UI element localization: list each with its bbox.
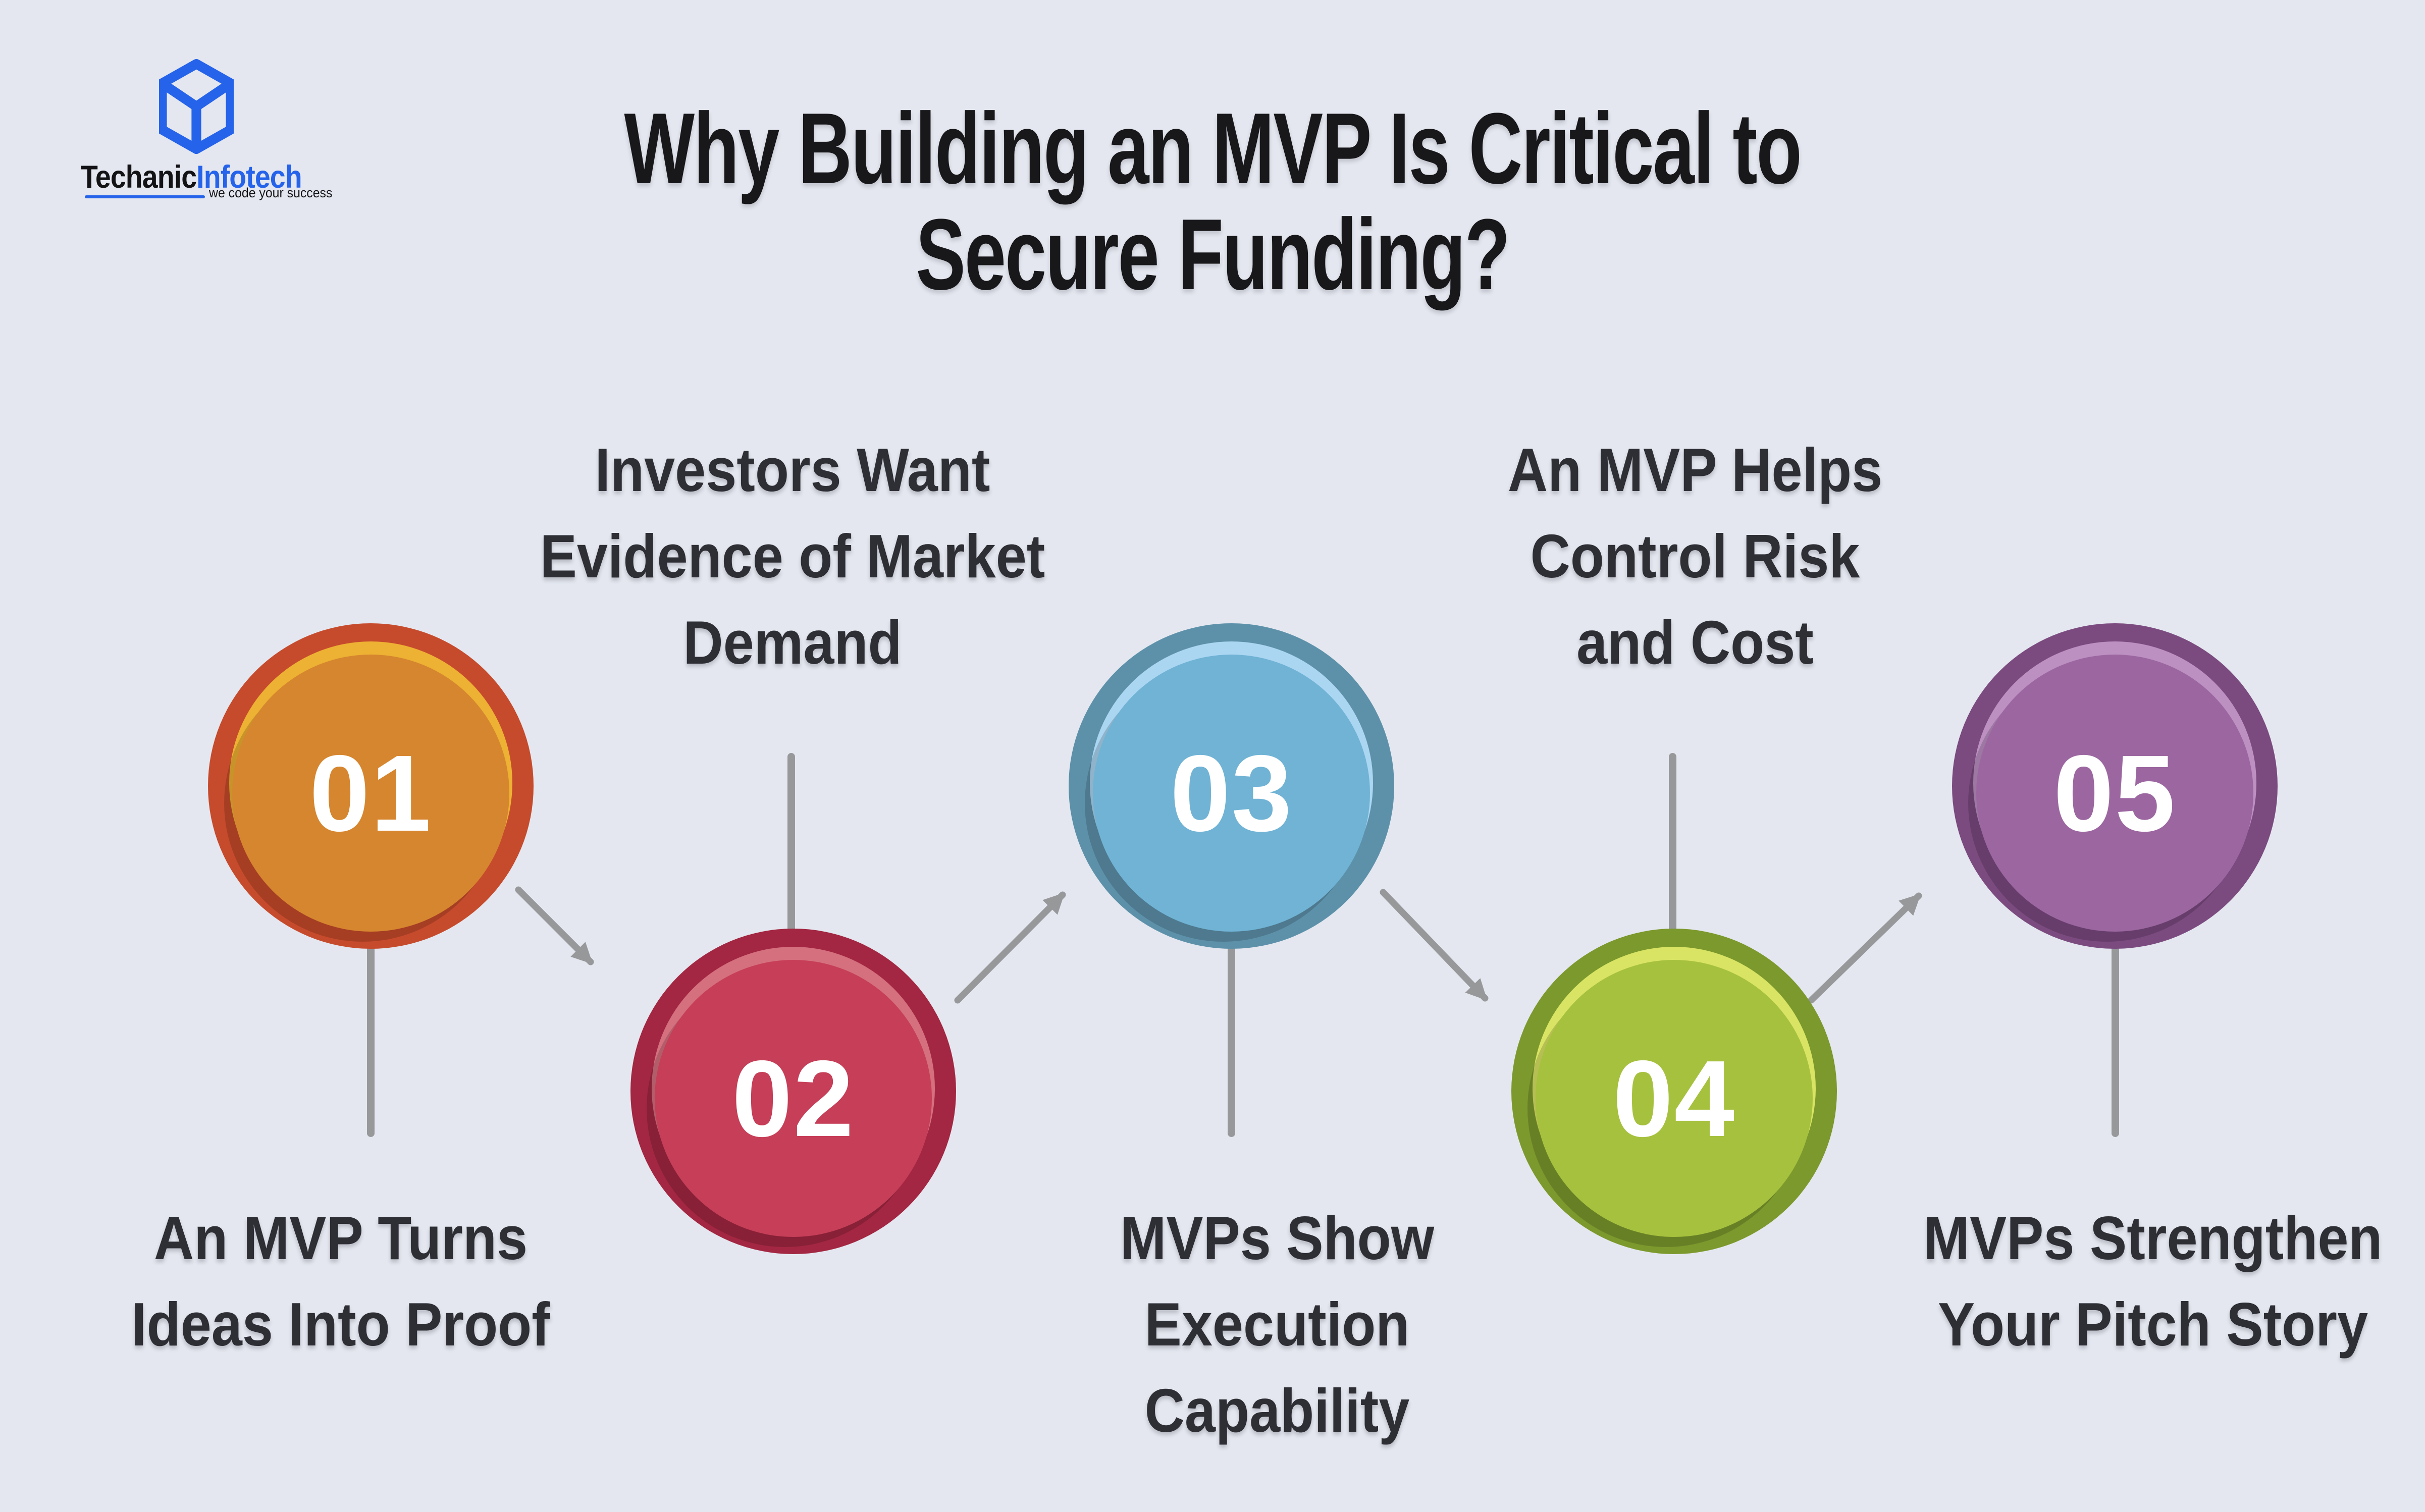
step-circle: 01 (208, 623, 534, 949)
arrow-step2-to-step3 (954, 891, 1066, 1004)
circle-fill: 01 (232, 655, 509, 932)
step-label: An MVP Turns Ideas Into Proof (131, 1204, 550, 1359)
circle-fill: 04 (1536, 960, 1813, 1237)
step-number: 02 (731, 1037, 855, 1159)
brand-underline (85, 195, 205, 198)
step-label: An MVP Helps Control Risk and Cost (1507, 436, 1883, 677)
step-circle: 05 (1952, 623, 2278, 949)
step-label: MVPs Show Execution Capability (1120, 1204, 1435, 1445)
step-circle: 04 (1511, 929, 1837, 1254)
step-number: 01 (309, 732, 433, 854)
brand-name-blue: Infotech (196, 159, 302, 195)
circle-fill: 03 (1093, 655, 1370, 932)
circle-fill: 05 (1976, 655, 2253, 932)
step-label: Investors Want Evidence of Market Demand (540, 436, 1045, 677)
brand-tagline: we code your success (209, 185, 333, 200)
connector-stem (1228, 944, 1235, 1137)
step-number: 03 (1170, 732, 1293, 854)
step-circle: 03 (1069, 623, 1394, 949)
arrow-step1-to-step2 (515, 886, 594, 965)
connector-stem (367, 944, 375, 1137)
step-label: MVPs Strengthen Your Pitch Story (1923, 1204, 2383, 1359)
arrow-step4-to-step5 (1808, 892, 1922, 1004)
step-circle: 02 (630, 929, 956, 1254)
brand-name-black: Techanic (81, 159, 197, 195)
arrow-step3-to-step4 (1380, 889, 1489, 1002)
step-number: 05 (2053, 732, 2177, 854)
brand-logo: TechanicInfotech we code your success (81, 58, 434, 220)
connector-stem (2112, 944, 2119, 1137)
circle-fill: 02 (655, 960, 932, 1237)
page-title: Why Building an MVP Is Critical to Secur… (624, 92, 1802, 311)
brand-name: TechanicInfotech (81, 159, 302, 195)
step-number: 04 (1612, 1037, 1736, 1159)
cube-logo-icon (157, 58, 236, 155)
